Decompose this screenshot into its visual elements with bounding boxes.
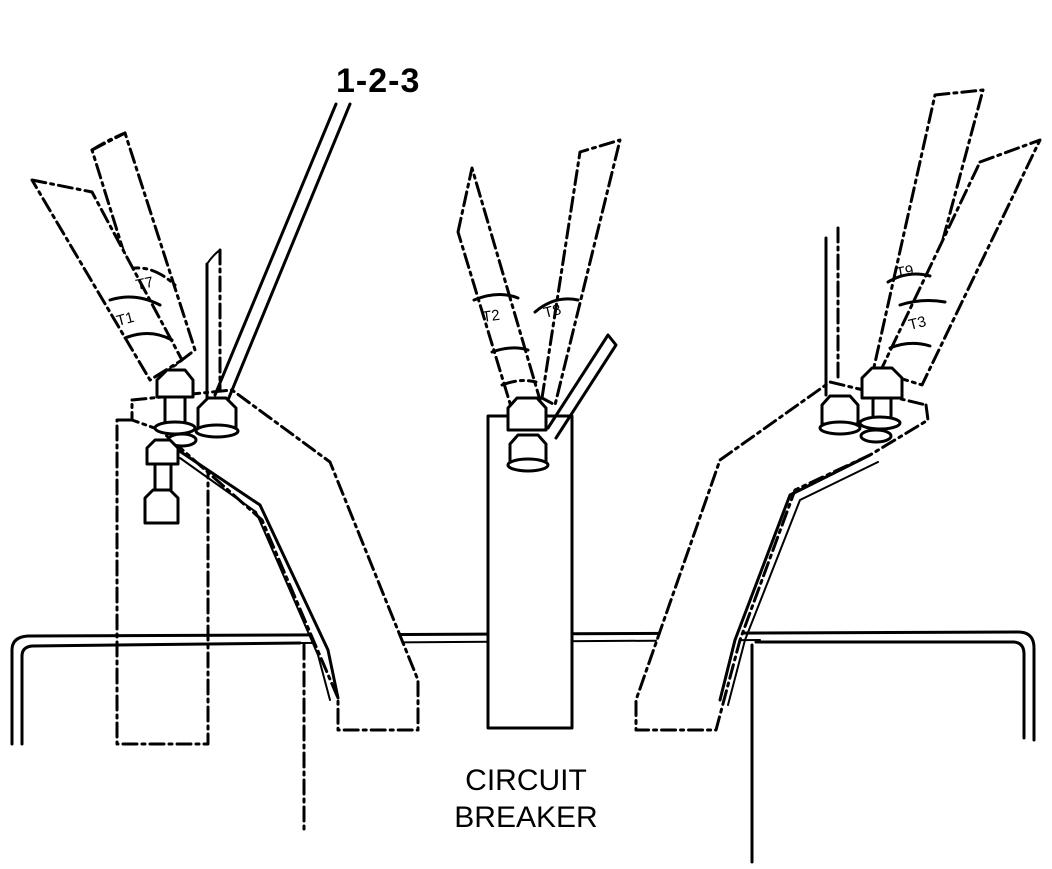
callout-label: 1-2-3 [336,62,420,100]
hex-bolt-icon [506,396,548,432]
left-cables [30,131,197,382]
breaker-label-line2: BREAKER [454,801,597,834]
right-cables [868,88,1042,387]
cable-label-left-upper: T7 [134,274,155,294]
cable-label-center-left: T2 [481,307,501,326]
callout-leaders [213,102,352,402]
hex-bolt-icon [820,394,860,426]
cable-label-center-right: T8 [542,301,563,322]
hex-bolt-icon [145,438,180,466]
center-terminal [456,138,622,730]
hex-bolt-icon [860,366,904,400]
cable-label-left-lower: T1 [115,309,136,330]
cable-label-right-upper: T9 [895,262,915,282]
breaker-label-line1: CIRCUIT [465,764,587,797]
hex-bolt-icon [155,368,195,399]
bolts [143,366,904,525]
left-terminal [115,248,420,746]
hex-nut-icon [143,488,180,525]
cable-label-right-lower: T3 [907,313,928,334]
right-terminal [634,226,930,732]
